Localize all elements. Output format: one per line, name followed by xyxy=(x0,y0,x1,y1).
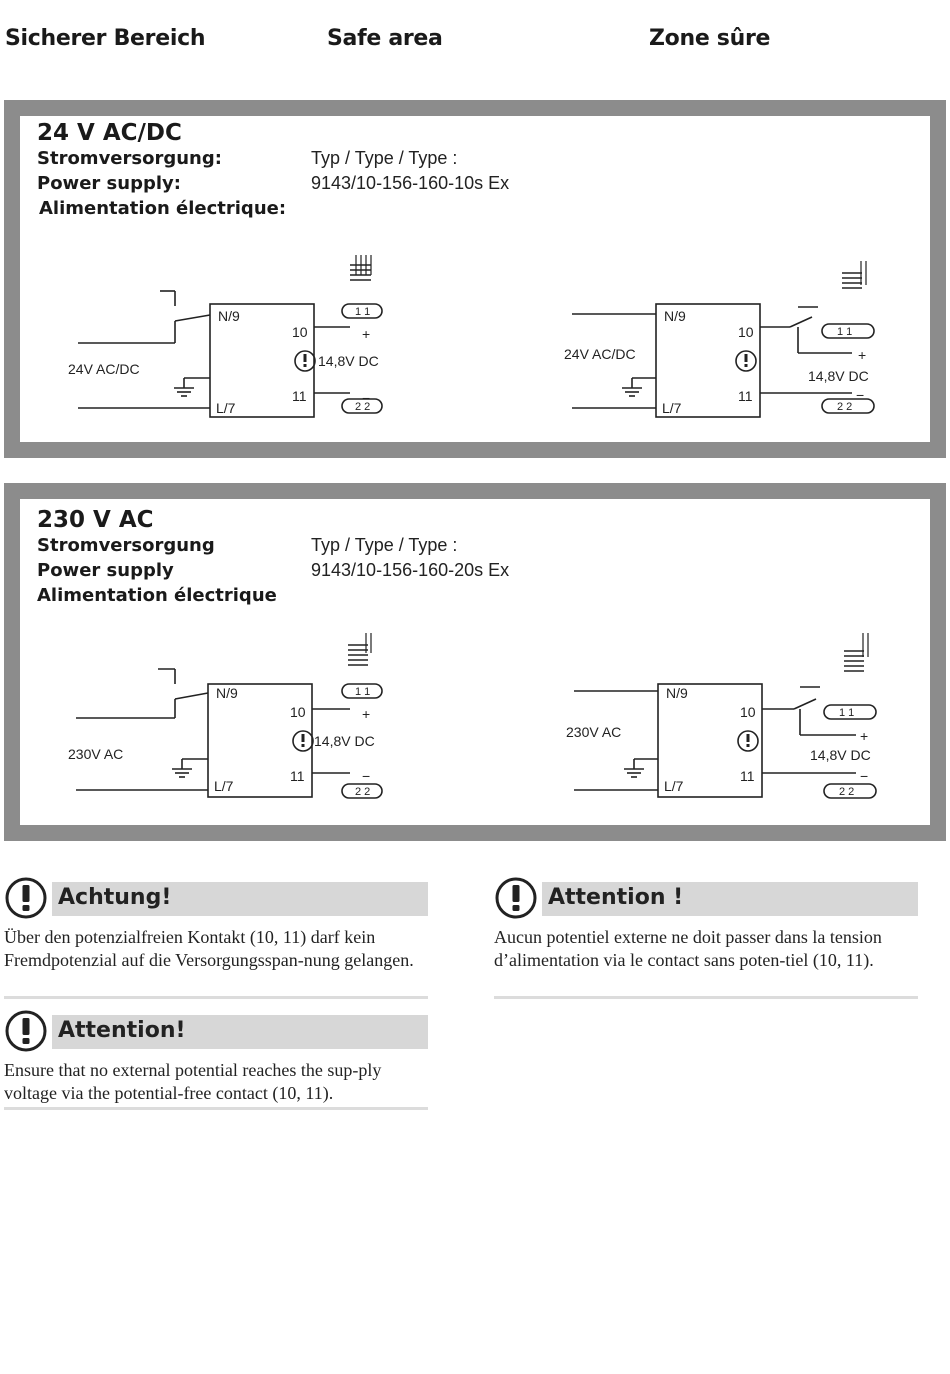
label-c2: 2 2 xyxy=(355,401,370,413)
wiring-diagram-left: N/9 L/7 10 11 14,8V DC + − 1 1 2 2 24V A… xyxy=(68,255,383,418)
label-l7: L/7 xyxy=(214,778,234,794)
label-fr: Alimentation électrique xyxy=(37,585,277,606)
label-fr: Alimentation électrique: xyxy=(39,198,287,219)
section-title: 24 V AC/DC xyxy=(37,120,182,146)
label-dc: 14,8V DC xyxy=(314,733,375,749)
label-dc: 14,8V DC xyxy=(810,747,871,763)
label-plus: + xyxy=(362,706,370,722)
label-10: 10 xyxy=(738,324,754,340)
type-label: Typ / Type / Type : xyxy=(311,535,458,555)
warning-en: Attention! Ensure that no external poten… xyxy=(4,1010,428,1111)
section-24v-inner: 24 V AC/DC Stromversorgung: Power supply… xyxy=(20,116,930,442)
supply-label: 24V AC/DC xyxy=(68,361,140,377)
label-dc: 14,8V DC xyxy=(318,353,379,369)
exclamation-circle-icon xyxy=(5,877,47,919)
wiring-diagram-right: N/9 L/7 10 11 14,8V DC + − 1 1 2 2 24V A… xyxy=(564,261,875,418)
warning-fr: Attention ! Aucun potentiel externe ne d… xyxy=(494,877,918,1000)
label-c1: 1 1 xyxy=(839,707,854,719)
warning-title: Achtung! xyxy=(58,885,172,910)
header-fr: Zone sûre xyxy=(649,26,771,51)
exclamation-circle-icon xyxy=(5,1010,47,1052)
label-n9: N/9 xyxy=(218,308,240,324)
supply-label: 230V AC xyxy=(68,746,123,762)
label-en: Power supply xyxy=(37,560,174,581)
header-de: Sicherer Bereich xyxy=(5,26,206,51)
label-11: 11 xyxy=(290,768,305,784)
section-title: 230 V AC xyxy=(37,507,154,533)
section-230v-inner: 230 V AC Stromversorgung Power supply Al… xyxy=(20,499,930,825)
section-24v: 24 V AC/DC Stromversorgung: Power supply… xyxy=(4,100,946,458)
label-minus: − xyxy=(856,387,864,403)
label-minus: − xyxy=(362,390,370,406)
label-c1: 1 1 xyxy=(837,326,852,338)
type-value: 9143/10-156-160-20s Ex xyxy=(311,560,510,580)
warning-text: Über den potenzialfreien Kontakt (10, 11… xyxy=(4,927,414,970)
label-l7: L/7 xyxy=(664,778,684,794)
label-c1: 1 1 xyxy=(355,306,370,318)
label-n9: N/9 xyxy=(664,308,686,324)
label-plus: + xyxy=(860,728,868,744)
label-minus: − xyxy=(860,768,868,784)
label-10: 10 xyxy=(740,704,756,720)
label-l7: L/7 xyxy=(662,400,682,416)
label-plus: + xyxy=(362,326,370,342)
label-11: 11 xyxy=(738,388,753,404)
label-10: 10 xyxy=(292,324,308,340)
label-minus: − xyxy=(362,768,370,784)
label-10: 10 xyxy=(290,704,306,720)
label-11: 11 xyxy=(292,388,307,404)
supply-label: 230V AC xyxy=(566,724,621,740)
divider xyxy=(4,1107,428,1110)
warning-title: Attention! xyxy=(58,1018,186,1043)
label-n9: N/9 xyxy=(666,685,688,701)
warning-title: Attention ! xyxy=(548,885,684,910)
label-plus: + xyxy=(858,347,866,363)
label-11: 11 xyxy=(740,768,755,784)
label-n9: N/9 xyxy=(216,685,238,701)
label-de: Stromversorgung: xyxy=(37,148,222,169)
header-en: Safe area xyxy=(327,26,443,51)
warning-text: Ensure that no external potential reache… xyxy=(4,1060,382,1103)
warning-title-bar: Achtung! xyxy=(52,882,428,916)
label-c2: 2 2 xyxy=(355,786,370,798)
label-c2: 2 2 xyxy=(839,786,854,798)
warning-title-bar: Attention ! xyxy=(542,882,918,916)
wiring-diagram-right: N/9 L/7 10 11 14,8V DC + − 1 1 2 2 230V … xyxy=(566,633,877,799)
exclamation-circle-icon xyxy=(495,877,537,919)
label-de: Stromversorgung xyxy=(37,535,215,556)
type-value: 9143/10-156-160-10s Ex xyxy=(311,173,510,193)
label-en: Power supply: xyxy=(37,173,181,194)
label-l7: L/7 xyxy=(216,400,236,416)
divider xyxy=(4,996,428,999)
label-c2: 2 2 xyxy=(837,401,852,413)
warning-text: Aucun potentiel externe ne doit passer d… xyxy=(494,927,882,970)
label-dc: 14,8V DC xyxy=(808,368,869,384)
section-230v: 230 V AC Stromversorgung Power supply Al… xyxy=(4,483,946,841)
supply-label: 24V AC/DC xyxy=(564,346,636,362)
warning-de: Achtung! Über den potenzialfreien Kontak… xyxy=(4,877,428,1000)
wiring-diagram-left: N/9 L/7 10 11 14,8V DC + − 1 1 2 2 230V … xyxy=(68,633,383,799)
warning-title-bar: Attention! xyxy=(52,1015,428,1049)
type-label: Typ / Type / Type : xyxy=(311,148,458,168)
divider xyxy=(494,996,918,999)
label-c1: 1 1 xyxy=(355,686,370,698)
